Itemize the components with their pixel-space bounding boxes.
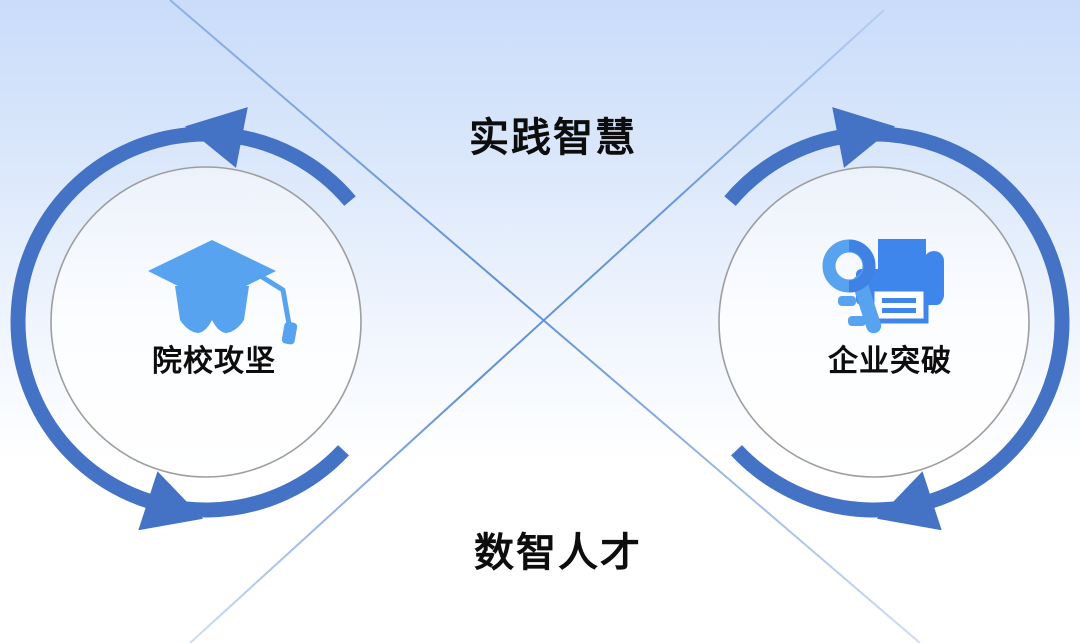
key-printer-icon (822, 239, 944, 334)
bottom-title: 数智人才 (474, 531, 642, 575)
right-node-label: 企业突破 (828, 345, 952, 378)
printer-output-tray (869, 286, 929, 324)
diagonal-line-topleft-bottomright (169, 0, 921, 643)
printer-paper (878, 239, 926, 269)
graduation-cap-base (175, 286, 249, 333)
top-title: 实践智慧 (469, 116, 637, 160)
right-cycle-arrow (724, 107, 1070, 531)
printer-output-line-1 (882, 298, 916, 303)
graduation-cap-tassel-end (281, 321, 298, 345)
graduation-cap-board (148, 240, 276, 303)
right-cycle-arrowhead-bottom (876, 471, 942, 531)
printer-output-line-2 (882, 308, 916, 313)
left-cycle-arrowhead-bottom (138, 471, 204, 531)
right-cycle-arrowhead-top (832, 107, 895, 168)
printer-side-handle (924, 251, 944, 305)
diagonal-line-topright-bottomleft (189, 9, 885, 643)
key-ring-shadow (848, 239, 876, 293)
key-tooth-1 (838, 296, 856, 306)
left-cycle-arrow (10, 107, 356, 531)
left-cycle-arrowhead-top (185, 107, 248, 168)
key-tooth-2 (848, 316, 866, 326)
graduation-cap-tassel (236, 259, 293, 331)
left-node-label: 院校攻坚 (152, 345, 276, 378)
graduation-cap-icon (148, 240, 298, 345)
